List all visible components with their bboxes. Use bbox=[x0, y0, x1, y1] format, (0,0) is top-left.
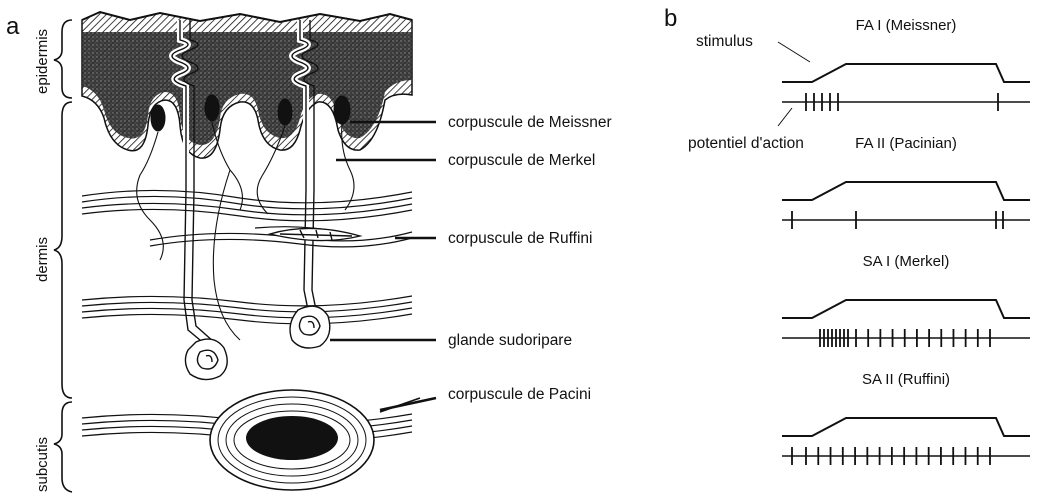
subcutis-brace bbox=[54, 402, 72, 492]
stimulus-label: stimulus bbox=[696, 33, 753, 50]
label-merkel: corpuscule de Merkel bbox=[448, 152, 595, 169]
receptor-traces: FA I (Meissner) FA II (Pacinian) SA I (Mer… bbox=[782, 17, 1030, 465]
receptor-title: FA II (Pacinian) bbox=[855, 135, 957, 152]
epidermis-brace bbox=[54, 20, 72, 98]
panel-a-leaders bbox=[330, 122, 436, 410]
sweat-duct-right bbox=[292, 20, 318, 310]
epidermis-label: epidermis bbox=[34, 29, 51, 94]
action-potential-pointer bbox=[778, 108, 792, 126]
pacinian-corpuscle bbox=[210, 390, 420, 490]
sweat-gland-right bbox=[290, 306, 330, 348]
stimulus-pointer bbox=[778, 42, 810, 62]
epidermis-layer bbox=[82, 12, 412, 158]
stimulus-trace bbox=[782, 64, 1030, 82]
stimulus-trace bbox=[782, 182, 1030, 200]
sweat-gland-left bbox=[185, 339, 227, 379]
stimulus-trace bbox=[782, 300, 1030, 318]
label-meissner: corpuscule de Meissner bbox=[448, 114, 612, 131]
collagen-bundles bbox=[82, 190, 412, 323]
ruffini-corpuscle bbox=[270, 228, 360, 240]
action-potential-label: potentiel d'action bbox=[688, 135, 804, 152]
dermis-label: dermis bbox=[34, 237, 51, 282]
label-sweat-gland: glande sudoripare bbox=[448, 332, 572, 349]
panel-b-letter: b bbox=[664, 5, 677, 32]
subcutis-label: subcutis bbox=[34, 437, 51, 492]
dermis-brace bbox=[54, 102, 72, 398]
receptor-title: FA I (Meissner) bbox=[856, 17, 957, 34]
receptor-title: SA II (Ruffini) bbox=[862, 371, 950, 388]
stimulus-trace bbox=[782, 418, 1030, 436]
receptor-title: SA I (Merkel) bbox=[863, 253, 950, 270]
panel-a-letter: a bbox=[6, 13, 20, 40]
label-ruffini: corpuscule de Ruffini bbox=[448, 230, 592, 247]
label-pacini: corpuscule de Pacini bbox=[448, 386, 591, 403]
